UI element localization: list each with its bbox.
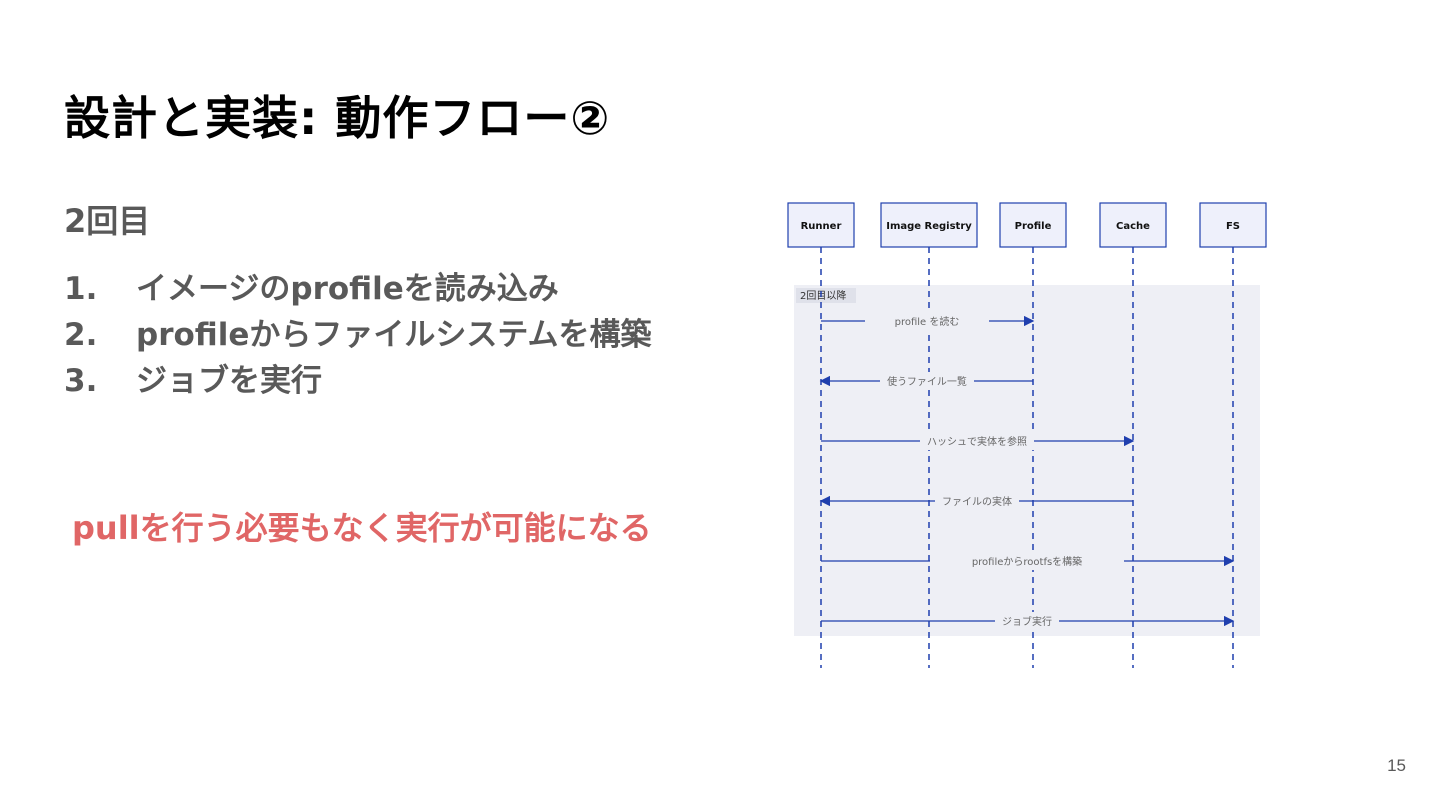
- participant-label: Cache: [1116, 221, 1150, 232]
- slide-subtitle: 2回目: [64, 202, 151, 240]
- participant-box: [999, 202, 1067, 248]
- step-text: profileからファイルシステムを構築: [136, 317, 652, 353]
- step-number: 3.: [64, 363, 98, 399]
- group-label: 2回目以降: [800, 289, 846, 302]
- page-number: 15: [1387, 756, 1406, 775]
- message-label-bg: [935, 492, 1019, 510]
- message-label: 使うファイル一覧: [887, 375, 967, 388]
- message-label-bg: [880, 372, 974, 390]
- group-label-bg: [796, 288, 856, 303]
- participant-label: Runner: [801, 221, 842, 232]
- step-text: ジョブを実行: [136, 363, 322, 399]
- participant-box: [880, 202, 978, 248]
- sequence-diagram: 2回目以降 Runner Image Registry Profile Cache FS p…: [787, 202, 1267, 668]
- step-number: 2.: [64, 317, 98, 353]
- message-label: ハッシュで実体を参照: [927, 435, 1027, 448]
- highlight-note: pullを行う必要もなく実行が可能になる: [72, 509, 652, 547]
- message-label: ジョブ実行: [1002, 615, 1052, 628]
- step-number: 1.: [64, 271, 98, 307]
- message-label-bg: [865, 312, 989, 330]
- step-item: 1. イメージのprofileを読み込み: [64, 266, 651, 312]
- slide-title: 設計と実装: 動作フロー②: [64, 91, 611, 145]
- participant-box: [787, 202, 855, 248]
- message-label-bg: [930, 552, 1124, 570]
- message-label: ファイルの実体: [942, 495, 1012, 508]
- step-item: 3. ジョブを実行: [64, 358, 651, 404]
- participant-label: Profile: [1015, 221, 1052, 232]
- message-label-bg: [995, 612, 1059, 630]
- steps-list: 1. イメージのprofileを読み込み 2. profileからファイルシステ…: [64, 266, 651, 404]
- participant-box: [1199, 202, 1267, 248]
- step-item: 2. profileからファイルシステムを構築: [64, 312, 651, 358]
- participant-box: [1099, 202, 1167, 248]
- step-text: イメージのprofileを読み込み: [136, 271, 559, 307]
- participant-label: FS: [1226, 221, 1240, 232]
- group-frame: [794, 285, 1260, 636]
- message-label: profileからrootfsを構築: [972, 555, 1082, 568]
- message-label-bg: [920, 432, 1034, 450]
- participant-label: Image Registry: [886, 221, 972, 232]
- message-label: profile を読む: [895, 315, 960, 328]
